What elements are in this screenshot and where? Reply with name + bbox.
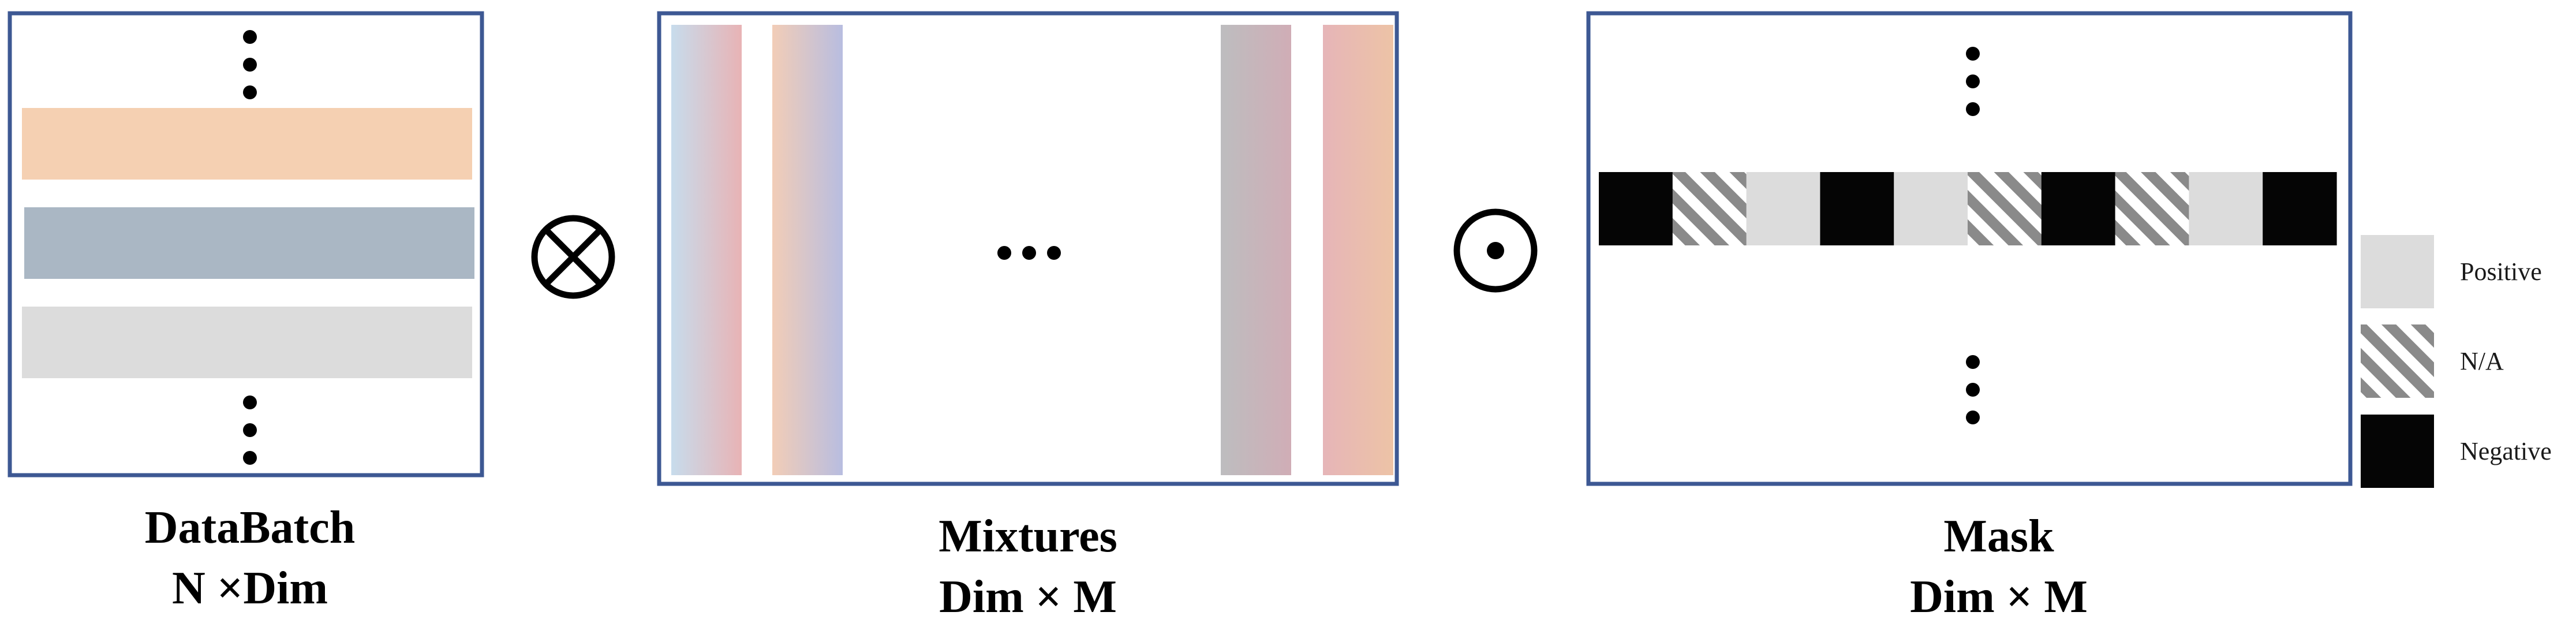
mask-cell-positive bbox=[1894, 172, 1968, 245]
legend-label-negative: Negative bbox=[2460, 437, 2552, 465]
hadamard-product-icon bbox=[1453, 208, 1538, 293]
mixtures-dims: Dim × M bbox=[939, 572, 1117, 622]
mixture-column-2 bbox=[772, 25, 843, 475]
mixtures-title: Mixtures bbox=[939, 511, 1117, 562]
mixture-column-m bbox=[1323, 25, 1393, 475]
legend-swatch-positive bbox=[2361, 235, 2434, 308]
legend-swatch-negative bbox=[2361, 415, 2434, 488]
mask-panel bbox=[1586, 11, 2353, 486]
tensor-product-icon bbox=[531, 215, 615, 299]
databatch-row-1 bbox=[22, 108, 472, 180]
mixtures-frame bbox=[657, 11, 1399, 486]
mixtures-panel bbox=[657, 11, 1399, 486]
mask-cell-negative bbox=[2041, 172, 2116, 245]
mask-cell-negative bbox=[2263, 172, 2337, 245]
mixture-column-1 bbox=[671, 25, 742, 475]
mask-bottom-vertical-ellipsis bbox=[1966, 355, 1980, 424]
databatch-title: DataBatch bbox=[145, 502, 355, 553]
mask-dims: Dim × M bbox=[1910, 572, 2088, 622]
mask-cell-negative bbox=[1820, 172, 1894, 245]
legend-label-positive: Positive bbox=[2460, 258, 2542, 286]
mask-cell-positive bbox=[2189, 172, 2263, 245]
mask-cell-negative bbox=[1599, 172, 1673, 245]
legend-swatch-na bbox=[2361, 324, 2434, 398]
databatch-frame bbox=[8, 11, 484, 477]
mask-cell-na bbox=[2115, 172, 2189, 245]
mask-cell-na bbox=[1672, 172, 1747, 245]
mask-row bbox=[1599, 172, 2337, 245]
mixtures-horizontal-ellipsis bbox=[997, 246, 1061, 260]
legend-label-na: N/A bbox=[2460, 347, 2504, 375]
databatch-dims: N ×Dim bbox=[172, 563, 328, 614]
legend: Positive N/A Negative bbox=[2361, 235, 2552, 488]
databatch-bottom-vertical-ellipsis bbox=[243, 396, 257, 465]
mask-frame bbox=[1586, 11, 2353, 486]
mask-title: Mask bbox=[1943, 511, 2054, 562]
databatch-panel bbox=[8, 11, 484, 477]
databatch-top-vertical-ellipsis bbox=[243, 30, 257, 99]
databatch-row-2 bbox=[24, 207, 474, 279]
mask-top-vertical-ellipsis bbox=[1966, 47, 1980, 116]
mask-cell-positive bbox=[1746, 172, 1820, 245]
mask-cell-na bbox=[1968, 172, 2042, 245]
mixture-column-m-1 bbox=[1221, 25, 1291, 475]
databatch-row-3 bbox=[22, 307, 472, 378]
